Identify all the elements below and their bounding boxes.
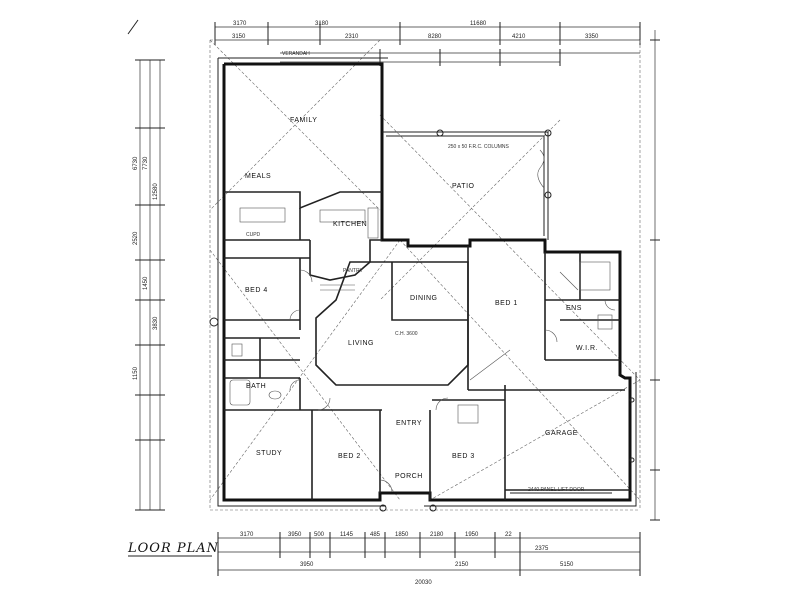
- dim-left-7: 1150: [133, 366, 139, 380]
- room-label-dining: DINING: [410, 295, 438, 302]
- dim-left-3: 12580: [153, 183, 159, 200]
- door-swings: [289, 269, 616, 493]
- dim-top-6: 8280: [428, 34, 442, 40]
- dim-top-5: 2310: [345, 34, 359, 40]
- dim-bottom-9: 22: [505, 532, 512, 538]
- drawing-marker: [209, 317, 219, 327]
- room-label-patio: PATIO: [452, 183, 475, 190]
- dim-left-6: 3830: [153, 316, 159, 330]
- pergola-column: [544, 191, 552, 199]
- ceiling-height-note: C.H. 3600: [395, 331, 418, 337]
- room-label-study: STUDY: [256, 450, 282, 457]
- dim-bottom-11: 3950: [300, 562, 314, 568]
- room-label-verandah: VERANDAH: [282, 51, 310, 57]
- dim-top-4: 3150: [232, 34, 246, 40]
- dim-left-2: 7730: [143, 156, 149, 170]
- garage-door: 2440 PANEL LIFT DOOR: [510, 397, 635, 494]
- roof-hip-lines: [209, 39, 641, 511]
- pergola-column: [544, 129, 552, 137]
- bath-tub: [229, 379, 251, 406]
- external-walls: [217, 57, 637, 507]
- room-label-bed3: BED 3: [452, 453, 475, 460]
- room-label-entry: ENTRY: [396, 420, 422, 427]
- right-dimension-lines: [650, 30, 660, 521]
- room-label-family: FAMILY: [290, 117, 317, 124]
- room-label-meals: MEALS: [245, 173, 271, 180]
- room-label-kitchen: KITCHEN: [333, 221, 367, 228]
- room-labels: FAMILY MEALS PATIO KITCHEN BED 4 BED 1 D…: [245, 51, 598, 480]
- top-dimension-lines: 3170 3180 11680 3150 2310 8280 4210 3350: [127, 19, 641, 66]
- room-label-bath: BATH: [246, 383, 266, 390]
- porch-posts: [209, 317, 437, 512]
- room-label-cupd: CUPD: [246, 232, 261, 238]
- room-label-living: LIVING: [348, 340, 374, 347]
- dim-bottom-total: 20030: [415, 580, 432, 586]
- room-label-bed2: BED 2: [338, 453, 361, 460]
- room-label-wir: W.I.R.: [576, 345, 598, 352]
- dim-bottom-6: 1850: [395, 532, 409, 538]
- dim-bottom-13: 5150: [560, 562, 574, 568]
- room-label-porch: PORCH: [395, 473, 423, 480]
- dim-bottom-10: 2375: [535, 546, 549, 552]
- patio-pergola: 250 x 50 F.R.C. COLUMNS: [382, 129, 552, 240]
- porch-post: [379, 504, 387, 512]
- room-label-garage: GARAGE: [545, 430, 578, 437]
- dim-bottom-3: 500: [314, 532, 325, 538]
- pergola-column: [436, 129, 444, 137]
- dim-bottom-1: 3170: [240, 532, 254, 538]
- dim-top-1: 3170: [233, 21, 247, 27]
- dim-bottom-2: 3950: [288, 532, 302, 538]
- room-label-bed4: BED 4: [245, 287, 268, 294]
- drawing-title: LOOR PLAN: [127, 541, 219, 556]
- dim-left-4: 2520: [133, 231, 139, 245]
- fixtures: [229, 207, 613, 424]
- bottom-dimension-lines: 3170 3950 500 1145 485 1850 2180 1950 22…: [217, 532, 641, 586]
- room-label-ens: ENS: [566, 305, 582, 312]
- dim-top-2: 3180: [315, 21, 329, 27]
- dim-bottom-12: 2150: [455, 562, 469, 568]
- garage-door-label: 2440 PANEL LIFT DOOR: [528, 487, 585, 493]
- room-label-bed1: BED 1: [495, 300, 518, 307]
- dim-left-1: 6730: [133, 156, 139, 170]
- dim-top-3: 11680: [470, 21, 487, 27]
- dim-bottom-8: 1950: [465, 532, 479, 538]
- dim-bottom-5: 485: [370, 532, 381, 538]
- porch-post: [429, 504, 437, 512]
- room-label-pantry: PANTRY: [343, 268, 363, 274]
- dim-bottom-7: 2180: [430, 532, 444, 538]
- internal-walls: [224, 191, 630, 500]
- left-dimension-lines: 6730 7730 12580 2520 1450 3830 1150: [133, 59, 165, 511]
- dim-top-7: 4210: [512, 34, 526, 40]
- dim-left-5: 1450: [143, 276, 149, 290]
- dim-bottom-4: 1145: [340, 532, 354, 538]
- pergola-note: 250 x 50 F.R.C. COLUMNS: [448, 144, 510, 150]
- dim-top-8: 3350: [585, 34, 599, 40]
